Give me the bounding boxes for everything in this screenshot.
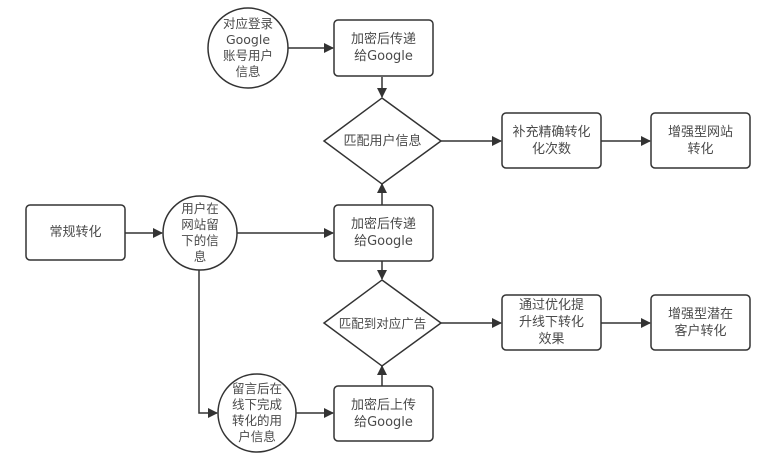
node-match-user-info: [322, 97, 443, 185]
node-google-login-info: [207, 7, 289, 89]
node-user-website-info: [162, 195, 238, 271]
node-enhanced-web-conversion: [650, 112, 751, 169]
node-offline-user-info: [217, 373, 297, 453]
node-encrypt-send-top: [333, 19, 434, 77]
node-match-ad: [322, 279, 443, 367]
node-supplement-conversions: [501, 112, 602, 169]
node-encrypt-upload-bottom: [333, 385, 434, 442]
node-regular-conversion: [25, 204, 126, 261]
edge-user-website-to-offline: [198, 270, 218, 418]
node-enhanced-lead-conversion: [650, 294, 751, 351]
node-encrypt-send-mid: [333, 204, 434, 262]
node-improve-offline: [501, 294, 602, 351]
